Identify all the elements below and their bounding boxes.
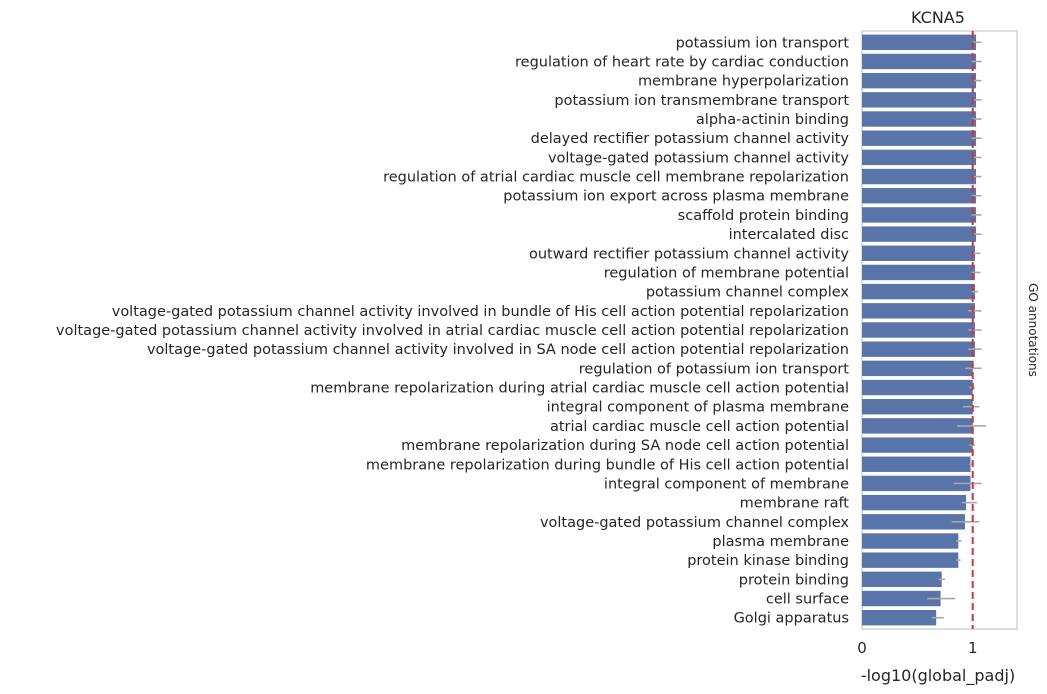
bar [862, 130, 977, 146]
error-bars [927, 41, 986, 619]
category-label: membrane raft [740, 496, 850, 512]
bar [862, 226, 977, 242]
category-label: membrane repolarization during bundle of… [366, 457, 849, 473]
category-label: Golgi apparatus [734, 611, 849, 627]
category-label: voltage-gated potassium channel activity… [112, 304, 849, 320]
side-label: GO annotations [1026, 283, 1040, 377]
category-label: outward rectifier potassium channel acti… [529, 246, 849, 262]
bar [862, 341, 975, 357]
bar [862, 264, 975, 281]
bar [862, 552, 959, 568]
category-label: potassium ion export across plasma membr… [503, 189, 849, 205]
category-label: atrial cardiac muscle cell action potent… [550, 419, 849, 435]
bar [862, 322, 975, 338]
bar [862, 207, 977, 223]
category-label: voltage-gated potassium channel activity [548, 150, 849, 166]
bar [862, 188, 977, 204]
bar [862, 92, 977, 108]
chart-title: KCNA5 [911, 8, 965, 27]
category-label: voltage-gated potassium channel complex [540, 515, 849, 531]
bar [862, 437, 973, 453]
bars [862, 34, 977, 626]
x-tick-label: 0 [857, 639, 867, 657]
bar [862, 456, 971, 472]
bar [862, 34, 977, 50]
category-label: regulation of heart rate by cardiac cond… [515, 54, 849, 70]
x-tick-label: 1 [968, 639, 978, 657]
category-label: membrane repolarization during atrial ca… [310, 381, 849, 397]
category-label: membrane hyperpolarization [638, 74, 849, 90]
bar [862, 418, 973, 434]
category-label: integral component of plasma membrane [547, 400, 849, 416]
bar [862, 590, 941, 607]
bar [862, 283, 975, 300]
category-label: regulation of potassium ion transport [579, 361, 850, 377]
bar [862, 168, 977, 185]
bar [862, 72, 977, 89]
bar [862, 494, 967, 511]
category-label: regulation of atrial cardiac muscle cell… [383, 170, 849, 186]
category-labels: potassium ion transport regulation of hea… [56, 35, 849, 626]
bar [862, 475, 971, 492]
bar [862, 571, 942, 588]
bar [862, 53, 977, 70]
category-label: scaffold protein binding [678, 208, 849, 224]
category-label: potassium ion transmembrane transport [554, 93, 849, 109]
category-label: protein kinase binding [687, 553, 849, 569]
bar [862, 303, 975, 319]
category-label: integral component of membrane [604, 476, 849, 492]
category-label: alpha-actinin binding [696, 112, 849, 128]
category-label: cell surface [766, 592, 849, 608]
bar [862, 111, 977, 127]
category-label: potassium channel complex [646, 285, 850, 301]
category-label: protein binding [739, 572, 849, 588]
category-label: membrane repolarization during SA node c… [401, 438, 849, 454]
bar [862, 514, 965, 530]
bar [862, 610, 937, 626]
category-label: plasma membrane [712, 534, 849, 550]
category-label: voltage-gated potassium channel activity… [147, 342, 849, 358]
category-label: potassium ion transport [676, 35, 850, 51]
category-label: intercalated disc [729, 227, 849, 243]
category-label: delayed rectifier potassium channel acti… [531, 131, 850, 147]
bar [862, 245, 975, 261]
bar [862, 399, 973, 415]
bar [862, 149, 977, 166]
category-label: regulation of membrane potential [604, 265, 849, 281]
bar [862, 533, 959, 549]
bar [862, 379, 973, 396]
bar [862, 360, 973, 377]
category-label: voltage-gated potassium channel activity… [56, 323, 849, 339]
x-axis-title: -log10(global_padj) [861, 666, 1015, 686]
